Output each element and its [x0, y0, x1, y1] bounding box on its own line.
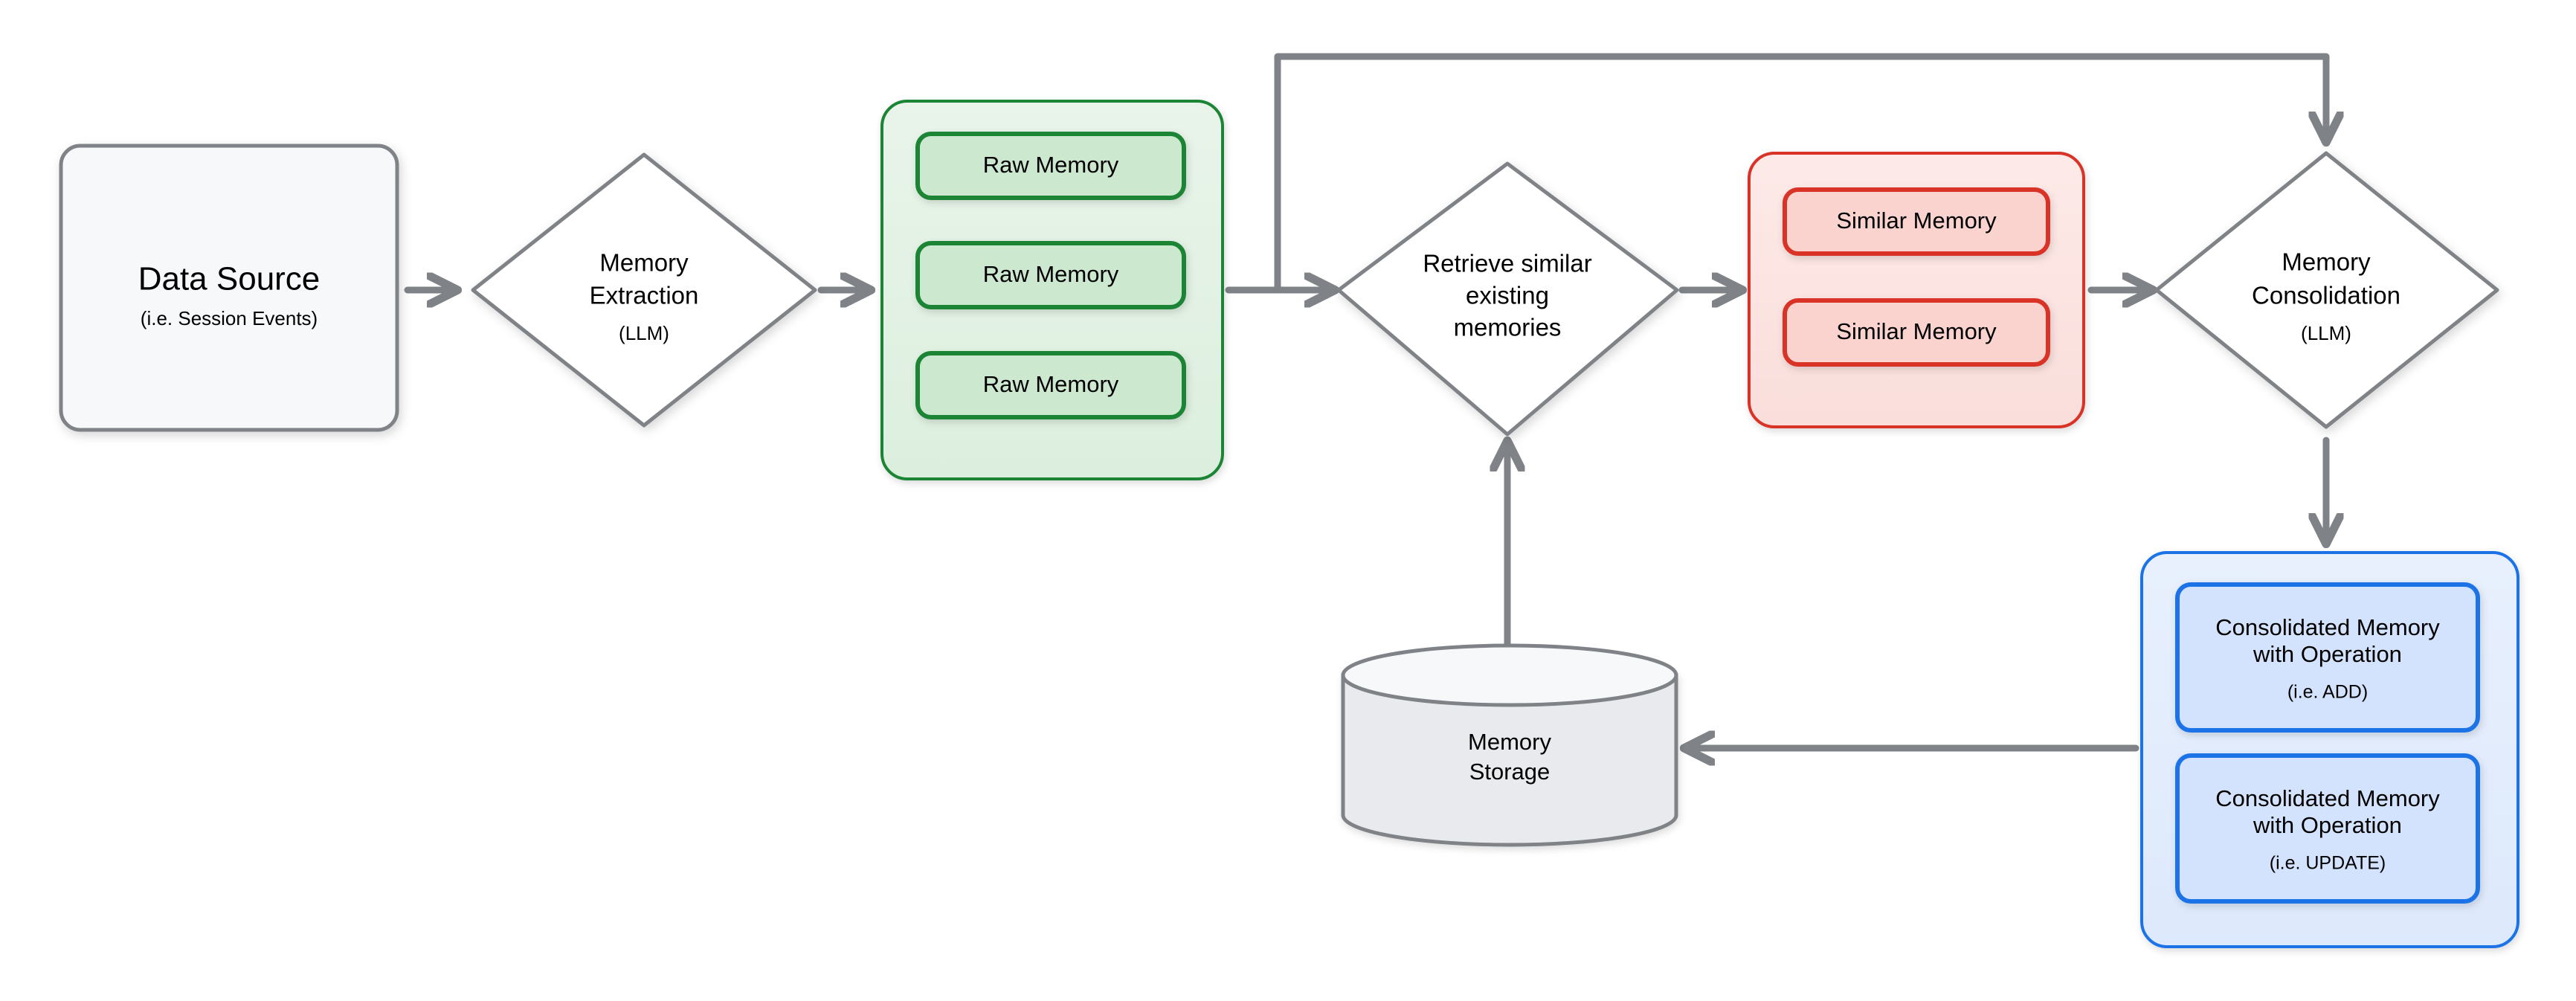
consolidated-memory-box-1: [2175, 582, 2480, 733]
node-memory-extraction[interactable]: Memory Extraction (LLM): [471, 152, 817, 428]
memory-consolidation-subtitle: (LLM): [2301, 322, 2351, 344]
consolidated-memory-subtitle-2: (i.e. UPDATE): [2270, 853, 2386, 874]
memory-storage-body: [1341, 673, 1678, 847]
memory-extraction-line2: Extraction: [590, 282, 699, 309]
similar-memory-label-2: Similar Memory: [1836, 318, 1997, 344]
node-memory-consolidation[interactable]: Memory Consolidation (LLM): [2154, 151, 2499, 429]
node-data-source[interactable]: Data Source (i.e. Session Events): [59, 144, 399, 432]
retrieve-similar-shape: [1336, 161, 1679, 437]
similar-memory-box-1: [1783, 187, 2050, 256]
memory-consolidation-line1: Memory: [2282, 248, 2371, 276]
memory-consolidation-line2: Consolidation: [2252, 282, 2400, 309]
edge-raw-memory-to-memory-consolidation: [1274, 53, 2326, 294]
group-similar-memory: Similar Memory Similar Memory: [1748, 152, 2085, 428]
retrieve-similar-line1: Retrieve similar: [1423, 250, 1591, 277]
data-source-shape: [59, 144, 399, 432]
data-source-title: Data Source: [138, 261, 321, 297]
raw-memory-box-3: [915, 351, 1186, 419]
consolidated-memory-line1-1: Consolidated Memory: [2215, 614, 2440, 640]
memory-storage-line2: Storage: [1469, 759, 1551, 785]
memory-storage-line1: Memory: [1468, 729, 1551, 755]
memory-extraction-subtitle: (LLM): [619, 322, 669, 344]
similar-memory-box-2: [1783, 298, 2050, 367]
consolidated-memory-line1-2: Consolidated Memory: [2215, 785, 2440, 811]
group-raw-memory: Raw Memory Raw Memory Raw Memory: [880, 100, 1224, 480]
retrieve-similar-line3: memories: [1454, 314, 1562, 341]
list-item[interactable]: Raw Memory: [915, 132, 1186, 200]
consolidated-memory-subtitle-1: (i.e. ADD): [2287, 682, 2368, 703]
raw-memory-box-2: [915, 241, 1186, 309]
similar-memory-label-1: Similar Memory: [1836, 207, 1997, 234]
connectors-layer: [404, 53, 2326, 748]
list-item[interactable]: Raw Memory: [915, 351, 1186, 419]
node-retrieve-similar[interactable]: Retrieve similar existing memories: [1336, 161, 1679, 437]
retrieve-similar-line2: existing: [1466, 282, 1549, 309]
list-item[interactable]: Consolidated Memory with Operation (i.e.…: [2175, 582, 2480, 733]
consolidated-memory-line2-1: with Operation: [2253, 641, 2402, 667]
raw-memory-label-3: Raw Memory: [983, 371, 1119, 397]
list-item[interactable]: Raw Memory: [915, 241, 1186, 309]
group-consolidated-memory: Consolidated Memory with Operation (i.e.…: [2140, 551, 2519, 948]
consolidated-memory-box-2: [2175, 753, 2480, 904]
node-memory-storage[interactable]: Memory Storage: [1341, 643, 1678, 847]
memory-extraction-shape: [471, 152, 817, 428]
memory-storage-top: [1341, 643, 1678, 707]
list-item[interactable]: Similar Memory: [1783, 298, 2050, 367]
memory-extraction-line1: Memory: [599, 249, 689, 277]
raw-memory-label-1: Raw Memory: [983, 152, 1119, 178]
raw-memory-label-2: Raw Memory: [983, 261, 1119, 287]
list-item[interactable]: Consolidated Memory with Operation (i.e.…: [2175, 753, 2480, 904]
raw-memory-box-1: [915, 132, 1186, 200]
consolidated-memory-line2-2: with Operation: [2253, 812, 2402, 838]
list-item[interactable]: Similar Memory: [1783, 187, 2050, 256]
memory-consolidation-shape: [2154, 151, 2499, 429]
data-source-subtitle: (i.e. Session Events): [141, 307, 318, 329]
